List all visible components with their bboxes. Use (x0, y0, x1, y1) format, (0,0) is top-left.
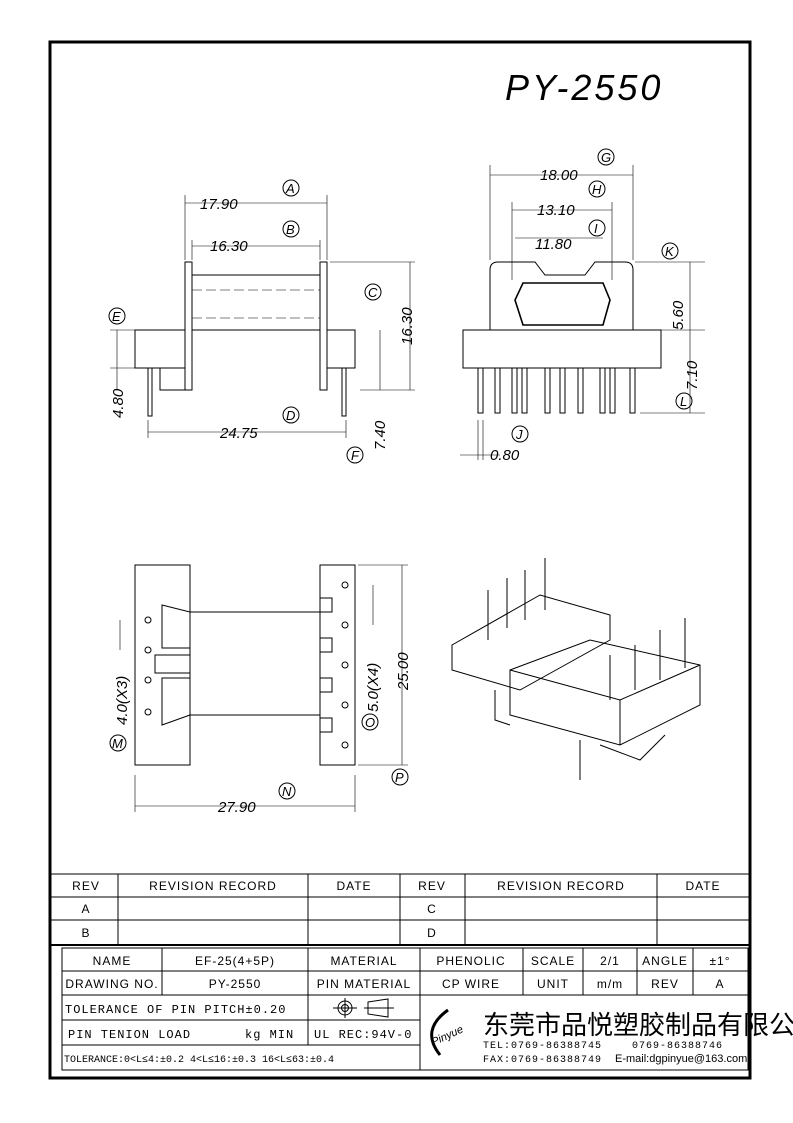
svg-text:UNIT: UNIT (537, 977, 569, 991)
dim-k: 5.60 (670, 300, 687, 330)
side-view (110, 195, 415, 438)
svg-text:PY-2550: PY-2550 (209, 977, 262, 991)
callouts: A B C D E F G H I J K L M N O P (108, 148, 693, 800)
svg-text:E: E (112, 309, 121, 324)
svg-text:0769-86388746: 0769-86388746 (632, 1041, 723, 1052)
svg-text:A: A (715, 977, 724, 991)
dim-m: 4.0(X3) (114, 676, 131, 725)
svg-text:REVISION RECORD: REVISION RECORD (497, 879, 625, 893)
svg-text:K: K (665, 244, 675, 259)
dim-j: 0.80 (490, 447, 520, 464)
svg-text:H: H (592, 182, 602, 197)
svg-text:2/1: 2/1 (600, 954, 620, 968)
svg-text:E-mail:dgpinyue@163.com: E-mail:dgpinyue@163.com (615, 1053, 747, 1065)
svg-text:N: N (282, 784, 292, 799)
pin-pitch-tolerance: TOLERANCE OF PIN PITCH±0.20 (65, 1003, 286, 1017)
company-logo: Pinyue (430, 1008, 466, 1056)
dim-e: 4.80 (110, 388, 127, 418)
svg-text:PIN TENION LOAD: PIN TENION LOAD (68, 1028, 191, 1042)
svg-text:EF-25(4+5P): EF-25(4+5P) (195, 954, 275, 968)
svg-text:PHENOLIC: PHENOLIC (436, 954, 505, 968)
dim-d: 24.75 (219, 425, 258, 442)
revision-table: REV REVISION RECORD DATE REV REVISION RE… (50, 873, 750, 946)
svg-text:REVISION RECORD: REVISION RECORD (149, 879, 277, 893)
svg-text:P: P (395, 770, 404, 785)
svg-text:B: B (286, 222, 295, 237)
svg-text:REV: REV (651, 977, 679, 991)
svg-text:M: M (112, 736, 123, 751)
dim-c: 16.30 (399, 307, 416, 345)
isometric-view (451, 558, 701, 780)
general-tolerance: TOLERANCE:0<L≤4:±0.2 4<L≤16:±0.3 16<L≤63… (64, 1055, 334, 1066)
svg-text:O: O (365, 715, 375, 730)
dim-g: 18.00 (540, 167, 578, 184)
svg-text:MATERIAL: MATERIAL (330, 954, 397, 968)
svg-text:m/m: m/m (597, 977, 623, 991)
dim-i: 11.80 (535, 236, 572, 253)
dim-o: 5.0(X4) (365, 663, 382, 712)
svg-text:REV: REV (418, 879, 446, 893)
dim-b: 16.30 (210, 238, 248, 255)
svg-text:NAME: NAME (93, 954, 132, 968)
svg-text:ANGLE: ANGLE (642, 954, 688, 968)
svg-text:D: D (286, 408, 295, 423)
svg-text:DATE: DATE (685, 879, 720, 893)
dim-a: 17.90 (200, 196, 238, 213)
svg-text:DRAWING NO.: DRAWING NO. (65, 977, 158, 991)
svg-text:Pinyue: Pinyue (430, 1023, 466, 1048)
dim-f: 7.40 (372, 420, 389, 450)
svg-text:I: I (594, 221, 598, 236)
bottom-view (119, 564, 408, 812)
svg-text:J: J (515, 427, 523, 442)
svg-text:A: A (285, 181, 295, 196)
svg-text:DATE: DATE (336, 879, 371, 893)
dim-l: 7.10 (684, 360, 701, 390)
drawing-title: PY-2550 (505, 67, 663, 108)
svg-text:G: G (601, 150, 611, 165)
svg-text:PIN MATERIAL: PIN MATERIAL (317, 977, 411, 991)
dim-n: 27.90 (217, 799, 256, 816)
svg-text:A: A (81, 902, 90, 916)
company-name: 东莞市品悦塑胶制品有限公司 (483, 1010, 793, 1040)
svg-text:FAX:0769-86388749: FAX:0769-86388749 (483, 1055, 602, 1066)
svg-text:C: C (368, 285, 378, 300)
svg-text:F: F (351, 448, 360, 463)
drawing-frame (48, 40, 752, 1080)
svg-text:SCALE: SCALE (531, 954, 575, 968)
svg-text:C: C (427, 902, 437, 916)
svg-text:CP WIRE: CP WIRE (442, 977, 500, 991)
svg-text:REV: REV (72, 879, 100, 893)
dim-h: 13.10 (537, 202, 575, 219)
svg-text:D: D (427, 926, 437, 940)
front-view (460, 165, 705, 460)
svg-text:±1°: ±1° (709, 954, 730, 968)
svg-text:L: L (680, 394, 687, 409)
projection-symbol-icon (333, 998, 394, 1018)
svg-text:B: B (81, 926, 90, 940)
svg-text:TEL:0769-86388745: TEL:0769-86388745 (483, 1041, 602, 1052)
svg-text:UL REC:94V-0: UL REC:94V-0 (314, 1028, 412, 1042)
dim-p: 25.00 (395, 652, 412, 691)
svg-text:kg MIN: kg MIN (245, 1028, 294, 1042)
title-block: NAME EF-25(4+5P) MATERIAL PHENOLIC SCALE… (61, 947, 793, 1071)
